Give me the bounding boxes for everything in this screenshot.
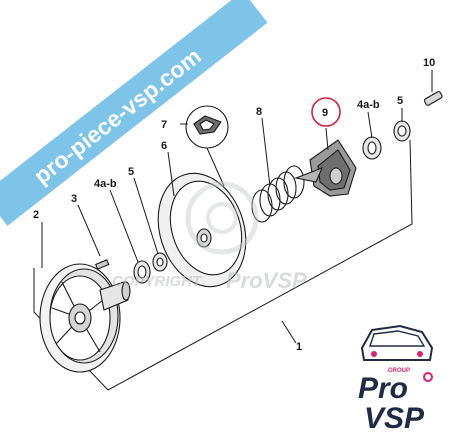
banner-ribbon — [0, 0, 268, 226]
label-part-1: 1 — [296, 341, 302, 353]
part-4ab-right-bearing — [362, 136, 382, 160]
label-part-2: 2 — [33, 209, 39, 221]
car-icon — [360, 324, 434, 361]
label-part-3: 3 — [71, 193, 77, 205]
label-part-6: 6 — [161, 140, 167, 152]
part-8-spring — [251, 165, 305, 223]
label-part-5-left: 5 — [128, 166, 134, 178]
part-3-pin — [94, 259, 110, 270]
logo-line2: VSP — [364, 402, 425, 435]
part-4ab-left-bearing — [133, 260, 151, 284]
assembly-outline — [33, 139, 413, 391]
label-part-10: 10 — [423, 57, 435, 69]
banner-text: pro-piece-vsp.com — [29, 43, 206, 189]
label-part-4ab-right: 4a-b — [357, 99, 380, 111]
logo-accent-dot — [423, 372, 433, 382]
logo-line1: Pro — [358, 372, 408, 405]
part-7-callout — [185, 105, 229, 187]
label-part-9: 9 — [322, 107, 328, 119]
part-9-cam — [294, 139, 357, 197]
part-labels: 1 2 3 4a-b 5 6 7 8 9 4a-b 5 10 — [33, 57, 435, 353]
provsp-logo: GROUP Pro VSP — [358, 324, 434, 435]
part-2-rear-pulley — [39, 263, 131, 373]
watermark-prefix: COPYRIGHT — [112, 273, 203, 290]
part-6-pulley-disc — [157, 172, 247, 288]
label-part-7: 7 — [161, 119, 167, 131]
copyright-watermark: COPYRIGHT ProVSP — [112, 181, 307, 293]
highlight-circle-part-9 — [311, 97, 341, 127]
logo-group-text: GROUP — [388, 368, 410, 374]
label-part-8: 8 — [256, 106, 262, 118]
label-part-5-right: 5 — [397, 95, 403, 107]
part-10-key — [423, 91, 443, 106]
leader-lines — [41, 70, 433, 344]
watermark-brand: ProVSP — [226, 268, 307, 293]
part-5-left-washer — [152, 252, 168, 272]
part-5-right-washer — [393, 120, 411, 142]
label-part-4ab-left: 4a-b — [94, 178, 117, 190]
